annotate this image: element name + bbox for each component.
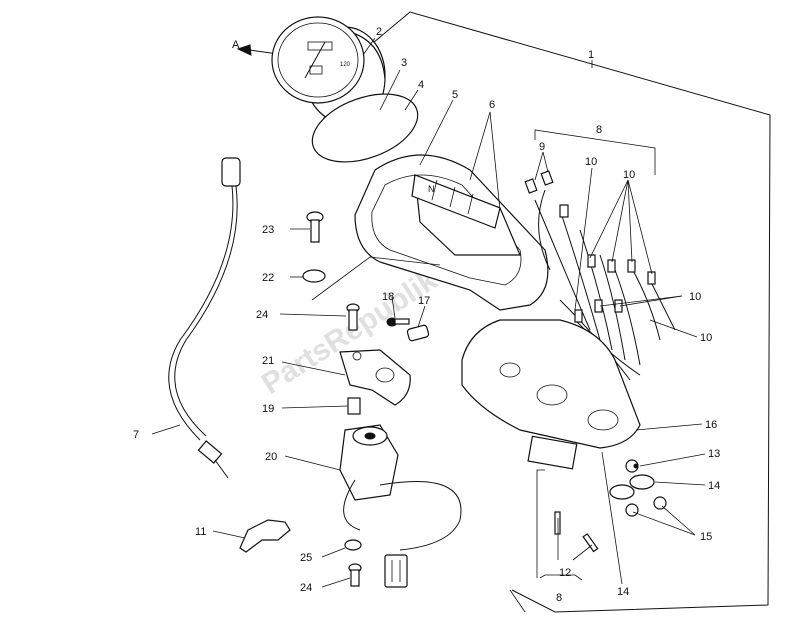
callout-10-c: 10 (689, 291, 701, 303)
callout-8-bottom: 8 (556, 592, 562, 604)
callout-10-d: 10 (700, 332, 712, 344)
callout-5: 5 (452, 89, 458, 101)
assembly-outline (354, 11, 771, 613)
callout-24-bottom: 24 (300, 582, 312, 594)
callout-16: 16 (705, 419, 717, 431)
callout-24-top: 24 (256, 309, 268, 321)
screw-24-bottom (348, 563, 362, 587)
lower-connector (527, 435, 578, 470)
callout-20: 20 (265, 451, 277, 463)
ignition-key (239, 519, 291, 553)
ignition-bracket (339, 349, 411, 406)
leader-lines (151, 37, 706, 613)
callout-25: 25 (300, 552, 312, 564)
callout-19: 19 (262, 403, 274, 415)
screws-12 (554, 511, 599, 553)
callout-7: 7 (133, 429, 139, 441)
callout-10-b: 10 (623, 169, 635, 181)
callout-18: 18 (382, 291, 394, 303)
callout-15: 15 (700, 531, 712, 543)
callout-10-a: 10 (585, 156, 597, 168)
washer-25 (344, 539, 362, 551)
callout-3: 3 (401, 57, 407, 69)
callout-14-a: 14 (708, 480, 720, 492)
speedometer-cable (168, 157, 241, 479)
speedo-scale-label: 120 (340, 62, 351, 68)
callout-11: 11 (195, 526, 206, 538)
bolt-23 (306, 211, 324, 243)
callout-8-top: 8 (596, 124, 602, 136)
callout-12: 12 (559, 567, 571, 579)
screw-18 (386, 317, 410, 327)
warning-light-cluster: N (411, 174, 521, 256)
callout-23: 23 (262, 224, 274, 236)
arrow-label: A (232, 39, 240, 51)
callout-17: 17 (418, 295, 430, 307)
callout-14-b: 14 (617, 586, 629, 598)
callout-21: 21 (262, 355, 274, 367)
callout-1: 1 (588, 49, 594, 61)
callout-6: 6 (489, 99, 495, 111)
callout-13: 13 (708, 448, 720, 460)
callout-4: 4 (418, 79, 424, 91)
callout-2: 2 (376, 26, 382, 38)
rubber-ring (311, 93, 419, 163)
callout-9: 9 (539, 141, 545, 153)
indicator-neutral: N (428, 184, 435, 194)
spacer-19 (347, 397, 361, 415)
callout-22: 22 (262, 272, 274, 284)
ignition-switch (339, 424, 462, 588)
callout-numbers: 1 2 3 4 5 6 7 8 9 10 10 10 10 11 12 13 1… (133, 26, 720, 604)
bulb-17 (406, 324, 430, 342)
screw-24-top (346, 303, 360, 331)
washer-22 (302, 269, 326, 283)
mounting-hardware (609, 459, 667, 517)
instrument-housing (461, 319, 641, 449)
